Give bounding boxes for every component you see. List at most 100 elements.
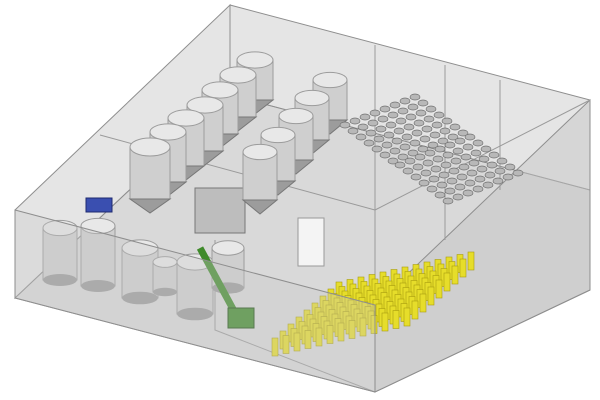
keg: [420, 169, 432, 177]
keg: [379, 151, 391, 159]
bottles: [271, 251, 475, 357]
keg: [424, 149, 436, 157]
keg: [437, 137, 449, 145]
keg: [395, 117, 407, 125]
keg: [488, 151, 500, 159]
front-wall: [14, 209, 376, 393]
keg: [480, 145, 492, 153]
bottle: [381, 312, 389, 332]
keg: [385, 121, 397, 129]
bottle: [451, 265, 459, 285]
keg: [436, 181, 448, 189]
keg: [355, 133, 367, 141]
keg: [494, 167, 506, 175]
keg: [369, 109, 381, 117]
keg: [492, 177, 504, 185]
kegs: [339, 93, 524, 205]
tanks: [42, 51, 349, 321]
bottle: [304, 330, 312, 349]
tank-dome: [211, 240, 245, 256]
keg: [432, 155, 444, 163]
keg: [394, 161, 406, 169]
keg: [402, 167, 414, 175]
bottle: [271, 337, 279, 357]
auger-hopper: [227, 307, 255, 329]
keg: [429, 131, 441, 139]
keg: [482, 181, 494, 189]
keg: [441, 117, 453, 125]
keg: [403, 123, 415, 131]
keg: [367, 119, 379, 127]
keg: [421, 125, 433, 133]
keg: [413, 119, 425, 127]
keg: [476, 165, 488, 173]
keg: [417, 99, 429, 107]
keg: [464, 179, 476, 187]
keg: [457, 129, 469, 137]
partition-wall-2: [374, 45, 591, 211]
keg: [422, 159, 434, 167]
keg: [446, 177, 458, 185]
tank-dome: [149, 123, 187, 141]
bottle: [467, 251, 475, 271]
crate-stack: [85, 197, 113, 213]
bottle: [370, 315, 378, 334]
keg: [444, 141, 456, 149]
keg: [419, 135, 431, 143]
keg: [440, 161, 452, 169]
keg: [347, 127, 359, 135]
keg: [430, 165, 442, 173]
keg: [391, 137, 403, 145]
keg: [409, 93, 421, 101]
tank-dome: [167, 109, 205, 127]
keg: [464, 133, 476, 141]
tank: [152, 256, 178, 297]
keg: [412, 163, 424, 171]
keg: [466, 169, 478, 177]
keg: [452, 147, 464, 155]
tank-dome: [129, 137, 171, 157]
bottle: [403, 307, 411, 327]
keg: [415, 109, 427, 117]
keg: [401, 133, 413, 141]
keg: [496, 157, 508, 165]
keg: [462, 189, 474, 197]
crates: [85, 197, 113, 213]
tank: [121, 239, 159, 305]
bottle: [315, 327, 323, 347]
keg: [418, 179, 430, 187]
bottle: [326, 325, 334, 344]
tank: [128, 137, 172, 214]
bottle: [443, 272, 451, 292]
keg: [512, 169, 524, 177]
tank-base: [177, 307, 213, 321]
tank-dome: [278, 107, 314, 125]
keg: [468, 159, 480, 167]
keg: [359, 113, 371, 121]
keg: [484, 171, 496, 179]
keg: [381, 141, 393, 149]
tank-dome: [152, 256, 178, 268]
keg: [399, 143, 411, 151]
keg: [439, 127, 451, 135]
keg: [349, 117, 361, 125]
keg: [404, 157, 416, 165]
keg: [426, 185, 438, 193]
bottle: [337, 322, 345, 342]
keg: [447, 133, 459, 141]
tank-dome: [294, 89, 330, 107]
keg: [444, 187, 456, 195]
keg: [478, 155, 490, 163]
keg: [438, 171, 450, 179]
keg: [411, 129, 423, 137]
keg: [375, 125, 387, 133]
keg: [397, 107, 409, 115]
bottle: [348, 320, 356, 339]
keg: [339, 121, 351, 129]
bottle: [392, 310, 400, 329]
keg: [407, 149, 419, 157]
keg: [486, 161, 498, 169]
keg: [434, 145, 446, 153]
keg: [470, 149, 482, 157]
tank-dome: [201, 81, 239, 99]
